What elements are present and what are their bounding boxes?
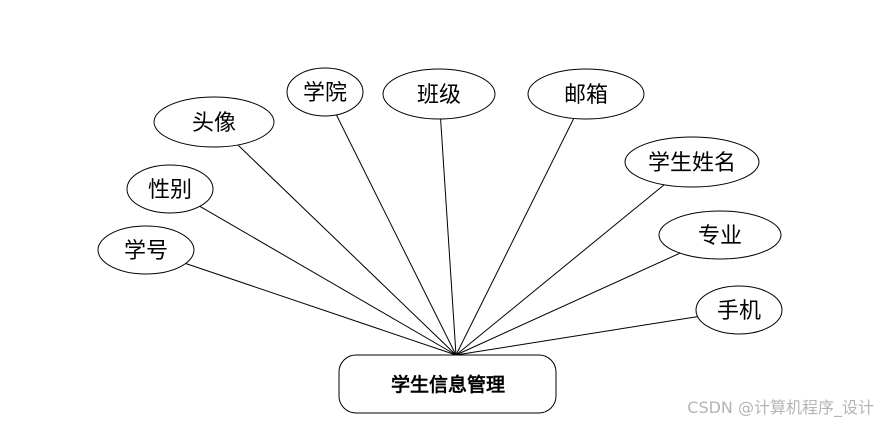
attribute-ellipse bbox=[153, 96, 275, 148]
attribute-xingming: 学生姓名 bbox=[624, 136, 760, 188]
attribute-ellipse bbox=[658, 210, 782, 260]
attribute-label: 邮箱 bbox=[564, 83, 608, 108]
attribute-label: 学生姓名 bbox=[648, 151, 736, 176]
attribute-shouji: 手机 bbox=[695, 285, 783, 335]
attribute-label: 手机 bbox=[717, 299, 761, 324]
attribute-xueyuan: 学院 bbox=[286, 67, 364, 117]
attribute-xingbie: 性别 bbox=[126, 164, 214, 214]
attribute-ellipse bbox=[624, 136, 760, 188]
connector-line bbox=[455, 252, 681, 356]
entity-box bbox=[338, 354, 557, 414]
attribute-zhuanye: 专业 bbox=[658, 210, 782, 260]
connector-line bbox=[335, 114, 457, 356]
entity-student-info-management: 学生信息管理 bbox=[338, 354, 557, 414]
connector-line bbox=[455, 118, 575, 356]
attribute-ellipse bbox=[286, 67, 364, 117]
connector-line bbox=[455, 316, 698, 356]
connector-line bbox=[237, 144, 457, 356]
connector-line bbox=[455, 184, 665, 356]
connector-lines bbox=[185, 114, 698, 356]
attribute-label: 专业 bbox=[698, 224, 742, 249]
attribute-label: 学院 bbox=[303, 81, 347, 106]
connector-line bbox=[185, 263, 457, 356]
attribute-label: 性别 bbox=[148, 178, 192, 203]
attribute-ellipse bbox=[695, 285, 783, 335]
attribute-label: 头像 bbox=[192, 111, 236, 136]
connector-line bbox=[199, 205, 457, 356]
entity-label: 学生信息管理 bbox=[391, 373, 505, 396]
attribute-youxiang: 邮箱 bbox=[527, 68, 645, 120]
attribute-ellipse bbox=[527, 68, 645, 120]
attribute-ellipse bbox=[382, 68, 496, 120]
attribute-label: 班级 bbox=[417, 83, 461, 108]
attribute-xuehao: 学号 bbox=[97, 225, 195, 275]
attribute-label: 学号 bbox=[124, 239, 168, 264]
attribute-ellipse bbox=[126, 164, 214, 214]
attribute-banji: 班级 bbox=[382, 68, 496, 120]
csdn-watermark: CSDN @计算机程序_设计 bbox=[687, 398, 874, 417]
attribute-touxiang: 头像 bbox=[153, 96, 275, 148]
attribute-ellipse bbox=[97, 225, 195, 275]
connector-line bbox=[440, 118, 457, 356]
